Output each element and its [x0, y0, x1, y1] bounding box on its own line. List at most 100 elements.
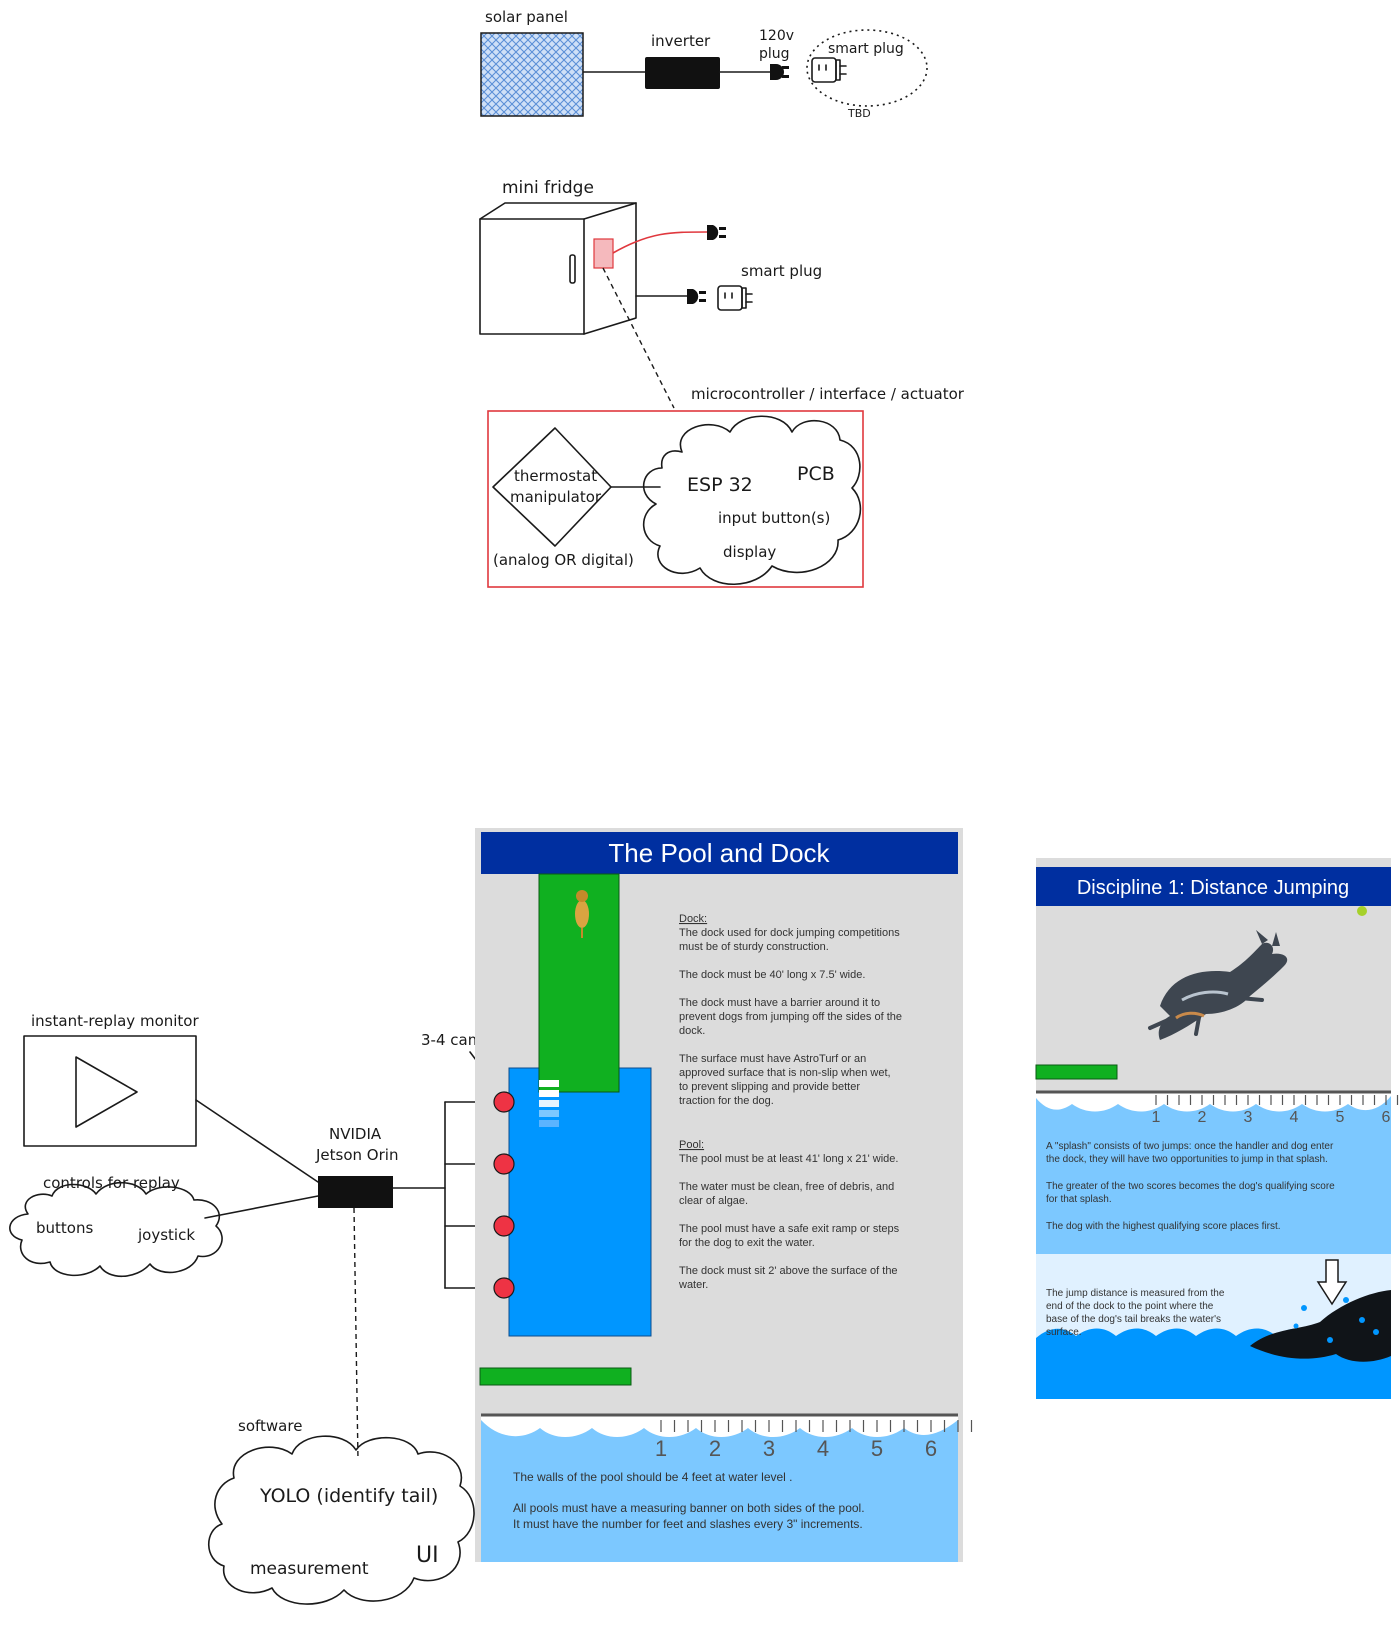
replay-system: instant-replay monitor controls for repl…	[9, 1012, 515, 1605]
mcu-red-box	[487, 410, 864, 588]
dock-rule-line: to prevent slipping and provide better	[679, 1081, 860, 1093]
power-chain: solar panel inverter 120v plug smart plu…	[480, 8, 928, 120]
software-label: software	[238, 1417, 302, 1435]
dock-rule-line: approved surface that is non-slip when w…	[679, 1067, 891, 1079]
solar-panel-label: solar panel	[485, 8, 568, 26]
dock-heading: Dock:	[679, 913, 707, 925]
pool-rule-line: The pool must be at least 41' long x 21'…	[679, 1153, 898, 1165]
dog-tail-splash-image	[1250, 1290, 1391, 1362]
input-buttons-label: input button(s)	[718, 509, 830, 527]
jump-slide-title-bar	[1036, 867, 1391, 906]
software-cloud	[208, 1435, 475, 1605]
measure-rule-line: base of the dog's tail breaks the water'…	[1046, 1314, 1221, 1325]
dock-rule-line: traction for the dog.	[679, 1095, 774, 1107]
pcb-label: PCB	[797, 463, 835, 485]
buttons-label: buttons	[36, 1219, 93, 1237]
jetson-label-line1: NVIDIA	[329, 1125, 382, 1143]
smart-plug-label-fridge: smart plug	[741, 262, 822, 280]
smart-plug-icon	[811, 57, 847, 83]
jump-slide-dock-bar	[1035, 1064, 1118, 1080]
plug-icon	[770, 64, 789, 80]
mini-fridge-label: mini fridge	[502, 178, 594, 198]
camera-4	[493, 1277, 515, 1299]
jetson-to-software-dashed-link	[353, 1207, 359, 1461]
pool-rule-line: The water must be clean, free of debris,…	[679, 1181, 894, 1193]
measure-rule-line: end of the dock to the point where the	[1046, 1301, 1214, 1312]
tennis-ball-icon	[1357, 906, 1367, 916]
pool-slide-title: The Pool and Dock	[608, 838, 830, 868]
splash-rules-text: A "splash" consists of two jumps: once t…	[1046, 1141, 1335, 1232]
pool-rules-text: The pool must be at least 41' long x 21'…	[678, 1153, 900, 1291]
dock-rule-line: prevent dogs from jumping off the sides …	[679, 1011, 902, 1023]
instant-replay-monitor	[23, 1035, 197, 1147]
dock-rule-line: The dock must have a barrier around it t…	[679, 997, 880, 1009]
inverter-box	[645, 57, 720, 89]
pool-rule-line: for the dog to exit the water.	[679, 1237, 815, 1249]
fridge-door-handle	[569, 254, 576, 284]
display-label: display	[723, 543, 776, 561]
smart-plug-label-top: smart plug	[828, 41, 904, 57]
measure-rules-text: The jump distance is measured from theen…	[1046, 1288, 1225, 1338]
ruler-number: 5	[1336, 1109, 1345, 1126]
pool-rule-line: The dock must sit 2' above the surface o…	[679, 1265, 898, 1277]
measure-rule-line: surface.	[1046, 1327, 1082, 1338]
dock-rule-line: The surface must have AstroTurf or an	[679, 1053, 866, 1065]
dock-rule-line: The dock must be 40' long x 7.5' wide.	[679, 969, 865, 981]
play-icon	[75, 1056, 138, 1128]
pool-rule-line: water.	[678, 1279, 708, 1291]
measurement-label: measurement	[250, 1559, 369, 1579]
dog-on-dock-icon	[575, 890, 589, 938]
yolo-label: YOLO (identify tail)	[259, 1485, 438, 1507]
slide-green-dock-bar	[479, 1367, 632, 1386]
ruler-number: 4	[817, 1436, 829, 1461]
thermostat-red-wire	[612, 231, 708, 254]
camera-1	[493, 1091, 515, 1113]
controls-label: controls for replay	[43, 1174, 180, 1192]
ui-label: UI	[416, 1543, 439, 1568]
fridge-drawing	[479, 202, 637, 335]
tbd-dotted-ellipse	[806, 29, 928, 107]
banner-text-line1: All pools must have a measuring banner o…	[513, 1501, 865, 1515]
dock-rule-line: The dock used for dock jumping competiti…	[679, 927, 900, 939]
pool-rule-line: clear of algae.	[679, 1195, 748, 1207]
thermostat-to-mcu-dashed-link	[602, 267, 675, 409]
tbd-label: TBD	[847, 107, 871, 120]
ruler-number: 4	[1290, 1109, 1299, 1126]
ruler-number: 1	[1152, 1109, 1161, 1126]
dock-rule-line: must be of sturdy construction.	[679, 941, 829, 953]
thermostat-label: thermostat	[514, 467, 597, 485]
jetson-label-line2: Jetson Orin	[315, 1146, 398, 1164]
jetson-orin-box	[318, 1176, 393, 1208]
jump-banner-water	[1036, 1092, 1391, 1254]
ruler-number: 1	[655, 1436, 667, 1461]
plug-icon	[687, 289, 706, 304]
mcu-label: microcontroller / interface / actuator	[691, 385, 965, 403]
monitor-to-jetson-wire	[195, 1099, 319, 1183]
camera-3	[493, 1215, 515, 1237]
controls-to-jetson-wire	[204, 1195, 319, 1219]
smart-plug-icon	[717, 285, 753, 311]
esp32-cloud	[642, 415, 862, 586]
jumping-dog-image	[1148, 930, 1288, 1040]
walls-text: The walls of the pool should be 4 feet a…	[513, 1470, 793, 1484]
pool-dock-slide: The Pool and Dock Dock: The dock used fo…	[475, 828, 973, 1562]
joystick-label: joystick	[137, 1226, 195, 1244]
ruler-number: 6	[1382, 1109, 1391, 1126]
controls-cloud	[9, 1182, 223, 1277]
plug-label-120v: 120v	[759, 28, 794, 44]
mini-fridge-section: mini fridge smart plug	[479, 178, 965, 588]
splash-rule-line: A "splash" consists of two jumps: once t…	[1046, 1141, 1334, 1152]
ruler-number: 5	[871, 1436, 883, 1461]
thermostat-module	[593, 238, 614, 269]
pool-rule-line: The pool must have a safe exit ramp or s…	[679, 1223, 900, 1235]
pool-slide-title-bar	[481, 832, 958, 874]
manipulator-label: manipulator	[510, 488, 602, 506]
down-arrow-icon	[1316, 1259, 1348, 1306]
pool-banner-wave	[481, 1415, 958, 1437]
pool-heading: Pool:	[679, 1139, 704, 1151]
jump-slide-title: Discipline 1: Distance Jumping	[1077, 877, 1349, 899]
camera-2	[493, 1153, 515, 1175]
dock-rules-text: The dock used for dock jumping competiti…	[679, 927, 902, 1107]
